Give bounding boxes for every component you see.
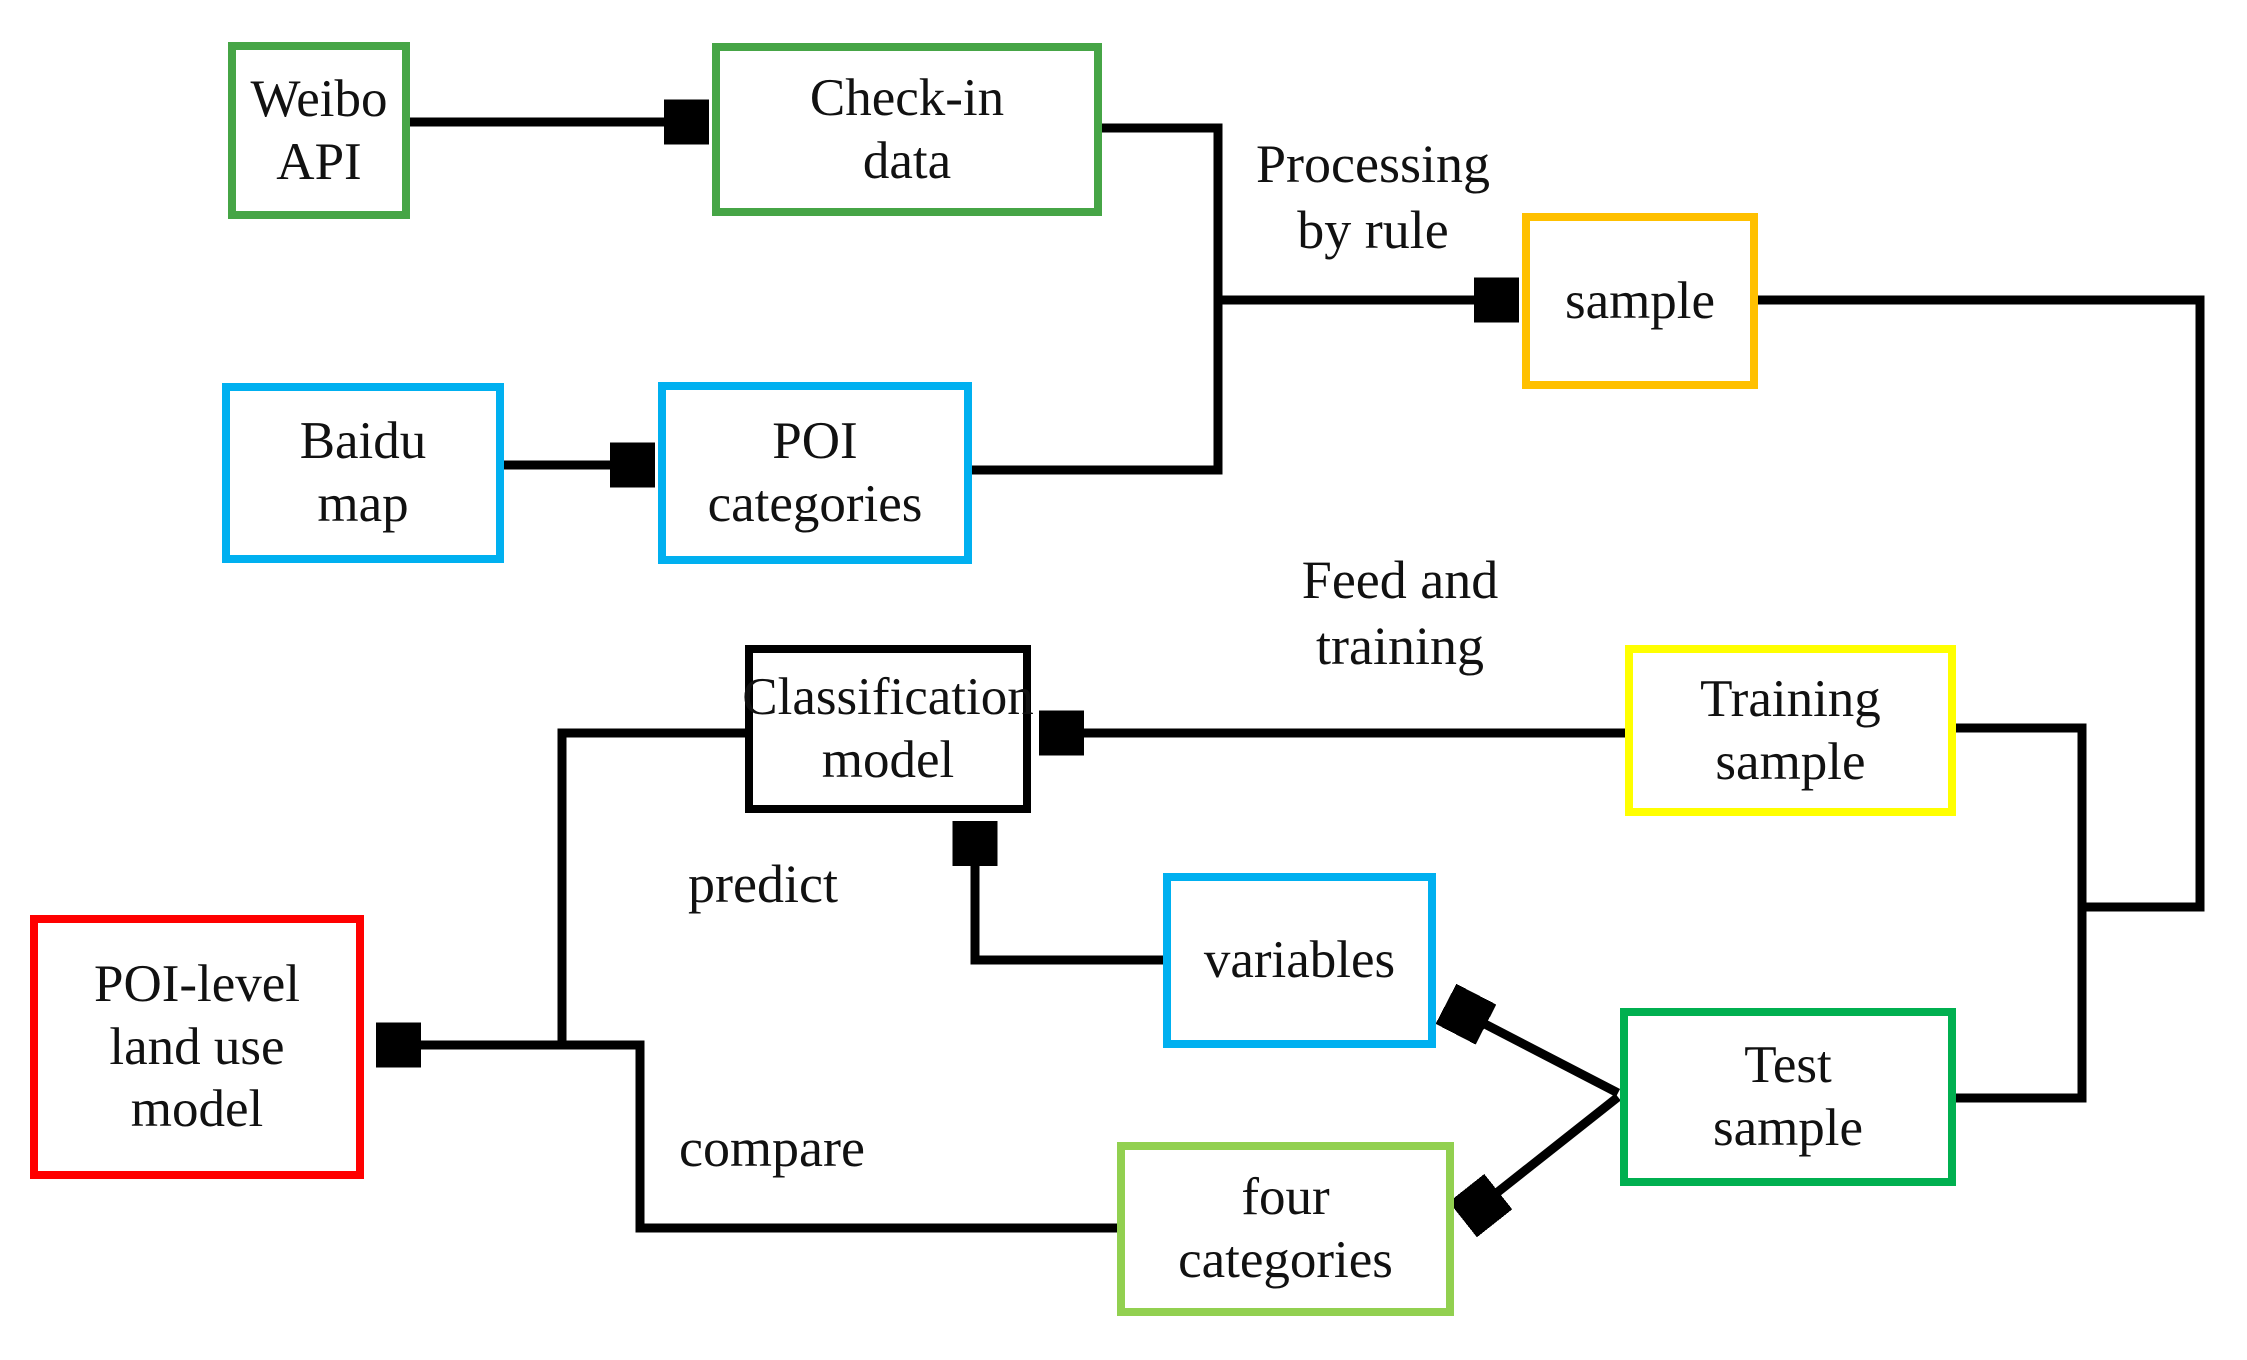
node-poi-categories: POI categories [658,382,972,564]
edge-label-feed-and-training: Feed and training [1301,550,1499,676]
node-variables: variables [1163,873,1436,1048]
node-sample: sample [1522,213,1758,389]
node-sample-label: sample [1564,271,1716,330]
connector-compare-path [635,1040,1117,1233]
node-test-sample: Test sample [1620,1008,1956,1186]
node-poi-level-land-use-model-label: POI-level land use model [93,955,301,1139]
node-baidu-map-label: Baidu map [299,412,427,533]
node-classification-model: Classification model [742,645,1034,813]
node-check-in-data-label: Check-in data [809,68,1005,190]
connector-sample-right-rail [1758,295,2205,1103]
connector-predict-path [557,728,745,1050]
node-classification-model-label: Classification model [742,668,1034,789]
node-four-categories: four categories [1117,1142,1454,1316]
node-poi-level-land-use-model: POI-level land use model [30,915,364,1179]
node-four-categories-label: four categories [1178,1168,1393,1289]
node-weibo-api-label: Weibo API [250,69,388,191]
node-variables-label: variables [1203,931,1396,990]
node-poi-categories-label: POI categories [707,412,923,533]
edge-label-processing-by-rule: Processing by rule [1256,134,1490,260]
node-test-sample-label: Test sample [1712,1036,1864,1157]
node-training-sample-label: Training sample [1700,669,1881,791]
node-baidu-map: Baidu map [222,383,504,563]
node-check-in-data: Check-in data [712,43,1102,216]
arrow-testsample-to-variables [1454,1008,1621,1097]
arrow-testsample-to-fourcategories [1470,1093,1621,1214]
node-weibo-api: Weibo API [228,42,410,219]
node-training-sample: Training sample [1625,645,1956,816]
edge-label-compare: compare [679,1118,865,1178]
edge-label-predict: predict [688,854,838,914]
